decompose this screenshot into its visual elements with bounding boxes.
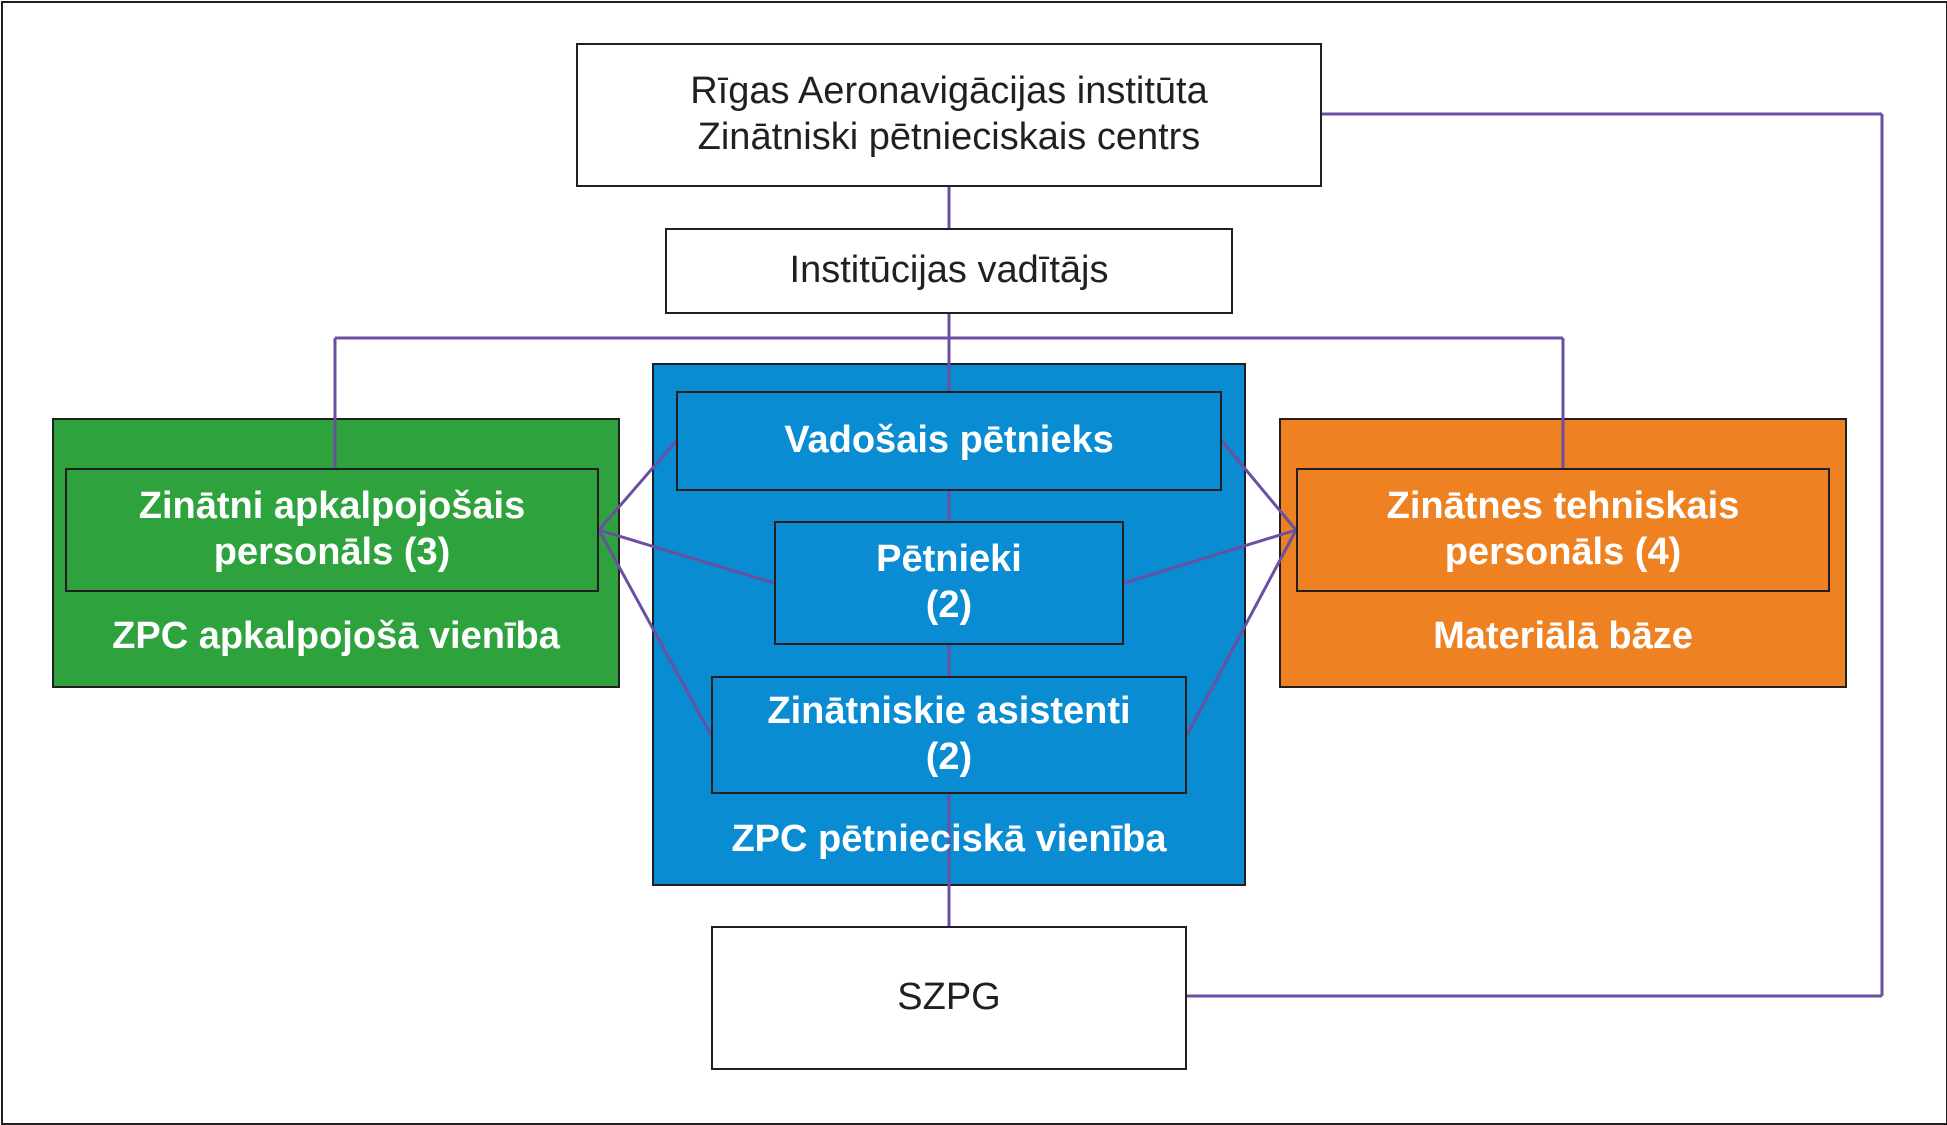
szpg-label: SZPG bbox=[897, 976, 1001, 1019]
technical-to-researchers-line bbox=[1123, 528, 1297, 585]
technical-to-assistants-line bbox=[1185, 529, 1298, 736]
service-to-assistants-line bbox=[597, 529, 713, 736]
assistants-box: Zinātniskie asistenti (2) bbox=[711, 676, 1187, 794]
assistants-line-1: Zinātniskie asistenti bbox=[767, 690, 1131, 733]
institute-box: Rīgas Aeronavigācijas institūta Zinātnis… bbox=[576, 43, 1322, 187]
researchers-line-2: (2) bbox=[925, 584, 973, 626]
researchers-box: Pētnieki (2) bbox=[774, 521, 1124, 645]
service-staff-box: Zinātni apkalpojošais personāls (3) bbox=[65, 468, 599, 592]
lead-researcher-box: Vadošais pētnieks bbox=[676, 391, 1222, 491]
service-to-lead-line bbox=[597, 440, 678, 531]
institute-line-2: Zinātniski pētnieciskais centrs bbox=[697, 116, 1201, 158]
researchers-line-1: Pētnieki bbox=[876, 538, 1022, 581]
technical-staff-line-2: personāls (4) bbox=[1444, 531, 1682, 573]
head-box: Institūcijas vadītājs bbox=[665, 228, 1233, 314]
technical-to-lead-line bbox=[1220, 440, 1298, 531]
assistants-line-2: (2) bbox=[925, 736, 973, 778]
research-unit-title: ZPC pētnieciskā vienība bbox=[731, 818, 1167, 860]
service-unit-title: ZPC apkalpojošā vienība bbox=[112, 615, 560, 657]
lead-researcher-label: Vadošais pētnieks bbox=[784, 419, 1114, 462]
head-label: Institūcijas vadītājs bbox=[789, 249, 1109, 292]
service-staff-line-2: personāls (3) bbox=[213, 531, 451, 573]
technical-staff-line-1: Zinātnes tehniskais bbox=[1386, 485, 1740, 528]
institute-line-1: Rīgas Aeronavigācijas institūta bbox=[690, 70, 1208, 113]
material-unit-title: Materiālā bāze bbox=[1433, 615, 1693, 657]
szpg-box: SZPG bbox=[711, 926, 1187, 1070]
service-staff-line-1: Zinātni apkalpojošais bbox=[138, 485, 526, 528]
service-to-researchers-line bbox=[598, 528, 775, 585]
technical-staff-box: Zinātnes tehniskais personāls (4) bbox=[1296, 468, 1830, 592]
